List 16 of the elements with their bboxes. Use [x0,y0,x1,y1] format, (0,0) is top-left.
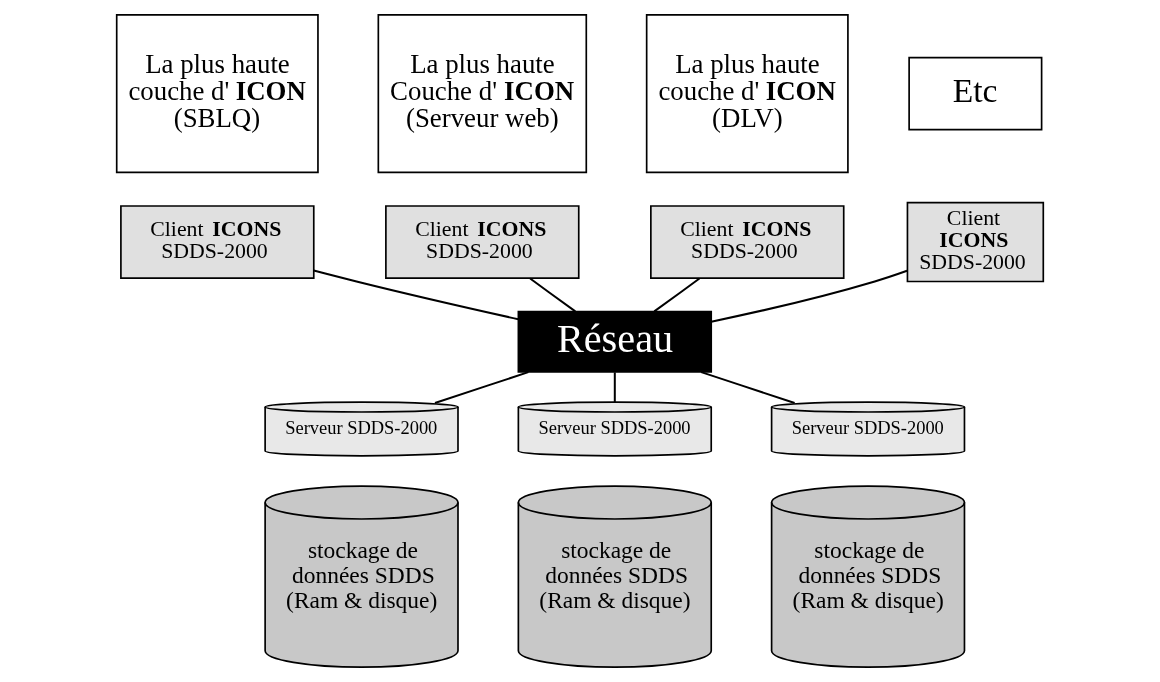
node-box: Client ICONS SDDS-2000 [385,205,580,279]
node-box: La plus haute couche d' ICON (DLV) [645,13,849,174]
node-box: La plus haute couche d' ICON (SBLQ) [115,13,319,174]
node-box: Client ICONS SDDS-2000 [650,205,845,279]
node-box: Client ICONS SDDS-2000 [906,201,1045,283]
node-box: Réseau [517,310,713,373]
connector [313,269,519,321]
node-box: Etc [908,56,1043,131]
connector [434,371,529,405]
node-box: Client ICONS SDDS-2000 [120,205,315,279]
connector [700,371,795,405]
connector [529,277,576,313]
connector [613,372,616,403]
connector [653,277,701,313]
connector [711,269,908,323]
node-box: La plus haute Couche d' ICON (Serveur web) [377,13,588,174]
